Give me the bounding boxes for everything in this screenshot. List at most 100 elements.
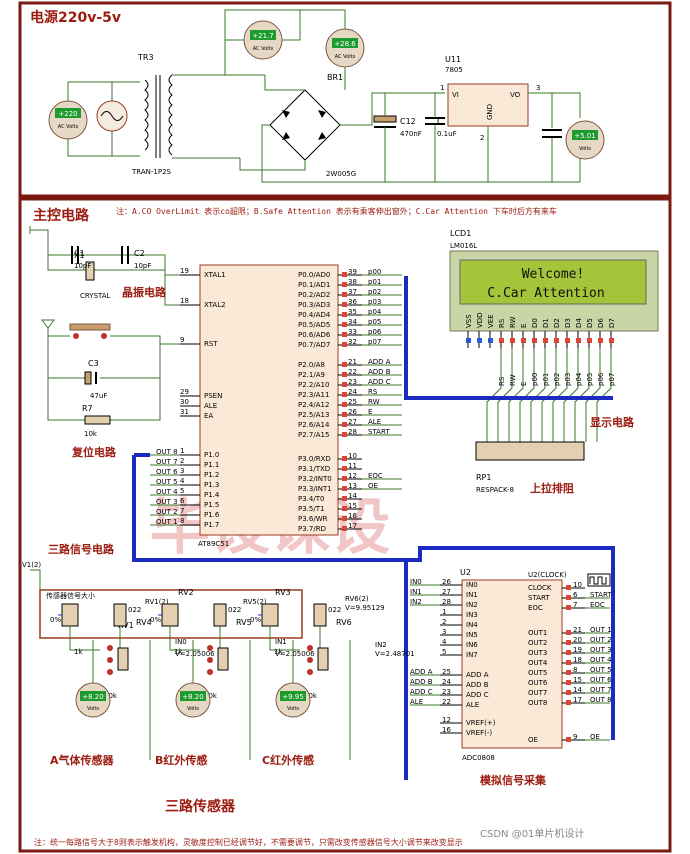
crystal-label: CRYSTAL bbox=[80, 292, 111, 300]
probe-dot bbox=[107, 657, 113, 663]
adc-pin-num: 19 bbox=[573, 646, 582, 654]
reset-button[interactable] bbox=[69, 323, 111, 339]
br1-model: 2W005G bbox=[326, 170, 356, 178]
meter-dc-out[interactable]: +5.01 Volts bbox=[565, 120, 605, 160]
mcu-pin-name: P0.4/AD4 bbox=[298, 311, 331, 319]
crystal-x1[interactable]: X1 CRYSTAL bbox=[74, 251, 111, 300]
mcu-net-label: p07 bbox=[368, 338, 381, 346]
v1-probe: V1(2) bbox=[22, 561, 41, 569]
resistor-10k[interactable] bbox=[317, 647, 329, 671]
resistor-10k[interactable] bbox=[117, 647, 129, 671]
clock-source[interactable]: U2(CLOCK) bbox=[528, 571, 611, 587]
rv4-ref: RV4 bbox=[136, 618, 152, 627]
transformer-tr3[interactable]: TR3 TRAN-1P2S bbox=[131, 53, 173, 176]
pin-state-marker bbox=[566, 660, 571, 665]
meter-ac-bridge-unit: AC Volts bbox=[335, 54, 356, 60]
resistor-pack-rp1[interactable]: RP1 RESPACK-8 bbox=[475, 441, 585, 494]
lcd-pin-name: RW bbox=[509, 316, 517, 328]
lcd-lm016l[interactable]: LCD1 LM016L Welcome! C.Car Attention VSS… bbox=[449, 229, 659, 442]
meter-a-value: +8.20 bbox=[82, 693, 103, 701]
pin-state-marker bbox=[576, 338, 581, 343]
resistor-r7[interactable]: R7 10k bbox=[82, 404, 111, 438]
lcd-net-line bbox=[508, 348, 524, 442]
adc-net-label: IN1 bbox=[410, 588, 422, 596]
mcu-pin-name: P3.4/T0 bbox=[298, 495, 324, 503]
mcu-net-label: ADD A bbox=[368, 358, 391, 366]
mcu-pin-num: 36 bbox=[348, 298, 357, 306]
sensor-signal-box[interactable]: 传感器信号大小 bbox=[39, 589, 303, 639]
adc-net-label: START bbox=[590, 591, 612, 599]
c1-ref: C1 bbox=[74, 249, 85, 258]
rv6-ref: RV6 bbox=[336, 618, 352, 627]
c1-val: 10pF bbox=[74, 262, 91, 270]
c12-ref: C12 bbox=[400, 117, 416, 126]
mcu-pin-num: 11 bbox=[348, 462, 357, 470]
pot-percent: 0% bbox=[150, 616, 161, 624]
potentiometer[interactable] bbox=[161, 603, 179, 627]
regulator-u11[interactable]: U11 7805 VI VO GND 1 3 2 bbox=[440, 55, 540, 142]
adc-net-label: OUT 6 bbox=[590, 676, 612, 684]
meter-sensor-c[interactable]: +9.95 Volts bbox=[275, 682, 311, 718]
pin-state-marker bbox=[466, 338, 471, 343]
lcd-net-line bbox=[596, 348, 612, 442]
potentiometer[interactable] bbox=[261, 603, 279, 627]
potentiometer[interactable] bbox=[61, 603, 79, 627]
pin-state-marker bbox=[566, 690, 571, 695]
meter-ac-in[interactable]: +220 AC Volts bbox=[48, 100, 88, 140]
mcu-pin-num: 33 bbox=[348, 328, 357, 336]
capacitor-c2[interactable]: C2 10pF bbox=[121, 246, 151, 270]
clock-label: U2(CLOCK) bbox=[528, 571, 567, 579]
power-title: 电源220v-5v bbox=[30, 9, 121, 26]
mcu-pin-name: P3.5/T1 bbox=[298, 505, 324, 513]
tr3-model: TRAN-1P2S bbox=[131, 168, 172, 176]
adc-pin-num: 18 bbox=[573, 656, 582, 664]
pin-state-marker bbox=[521, 338, 526, 343]
pin-state-marker bbox=[342, 272, 347, 277]
meter-ac-secondary-unit: AC Volts bbox=[253, 46, 274, 52]
adc-net-label: OUT 1 bbox=[590, 626, 612, 634]
pin-state-marker bbox=[342, 382, 347, 387]
capacitor-c3[interactable]: C3 47uF bbox=[84, 359, 107, 400]
adc-pin-num: 22 bbox=[442, 698, 451, 706]
meter-ac-bridge-value: +28.6 bbox=[334, 40, 356, 48]
adc-pin-name: OUT3 bbox=[528, 649, 547, 657]
meter-sensor-a[interactable]: +8.20 Volts bbox=[75, 682, 111, 718]
capacitor-c12[interactable]: C12 470nF bbox=[373, 115, 422, 138]
adc-pin-num: 6 bbox=[573, 591, 578, 599]
p1-net-label: OUT 5 bbox=[156, 478, 178, 486]
mcu-pin-num: 13 bbox=[348, 482, 357, 490]
potentiometer[interactable] bbox=[213, 603, 227, 627]
adc-net-label: OE bbox=[590, 733, 600, 741]
meter-ac-bridge[interactable]: +28.6 AC Volts bbox=[325, 28, 365, 68]
mcu-net-label: RS bbox=[368, 388, 378, 396]
lcd-net-label: p05 bbox=[586, 373, 594, 386]
meter-sensor-b[interactable]: +8.20 Volts bbox=[175, 682, 211, 718]
u11-pin-vo: VO bbox=[510, 91, 521, 99]
rv3-ref: RV3 bbox=[275, 588, 291, 597]
mcu-pin-name: XTAL2 bbox=[204, 301, 226, 309]
rv6-probe: RV6(2) bbox=[345, 595, 369, 603]
potentiometer[interactable] bbox=[113, 603, 127, 627]
adc-net-label: IN2 bbox=[410, 598, 422, 606]
lcd-net-label: p00 bbox=[531, 373, 539, 386]
mcu-pin-name: P3.3/INT1 bbox=[298, 485, 332, 493]
potentiometer[interactable] bbox=[313, 603, 327, 627]
adc-pin-num: 20 bbox=[573, 636, 582, 644]
lcd-pin-name: D1 bbox=[542, 318, 550, 328]
meter-ac-in-value: +220 bbox=[58, 110, 77, 118]
meter-ac-secondary[interactable]: +21.7 AC Volts bbox=[243, 20, 283, 60]
p1-net-label: OUT 7 bbox=[156, 458, 178, 466]
mcu-pin-name: P1.0 bbox=[204, 451, 219, 459]
label-adc: 模拟信号采集 bbox=[480, 773, 547, 787]
pin-state-marker bbox=[342, 372, 347, 377]
pin-state-marker bbox=[566, 737, 571, 742]
capacitor-c1[interactable]: C1 10pF bbox=[71, 246, 91, 270]
mcu-pin-num: 27 bbox=[348, 418, 357, 426]
c2-val: 10pF bbox=[134, 262, 151, 270]
resistor-10k[interactable] bbox=[217, 647, 229, 671]
u11-pin1: 1 bbox=[440, 84, 444, 92]
